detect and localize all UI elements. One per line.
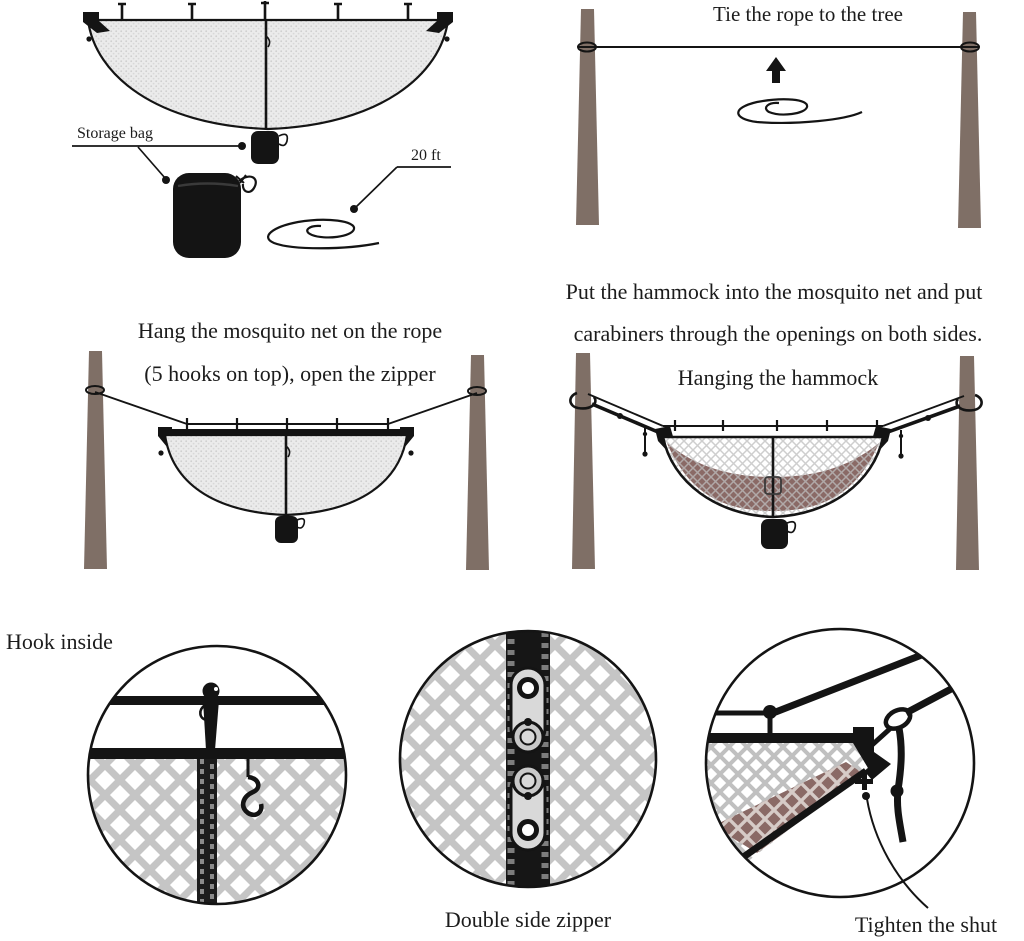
hang-hammock-caption-3: Hanging the hammock bbox=[678, 365, 878, 390]
detail-circle-outline bbox=[86, 644, 348, 906]
tree-icon-right bbox=[466, 355, 489, 570]
bag-knot bbox=[235, 174, 247, 184]
mosquito-net-icon bbox=[86, 18, 450, 131]
strap-dot bbox=[898, 433, 904, 439]
net-top-hooks-icon bbox=[118, 1, 412, 19]
suspension-rope bbox=[94, 391, 478, 425]
corner-dot bbox=[408, 450, 414, 456]
leader-dot bbox=[162, 176, 170, 184]
tighten-shut-label: Tighten the shut bbox=[855, 912, 997, 937]
hook-inside-label: Hook inside bbox=[6, 629, 113, 654]
rope-knot-right bbox=[960, 41, 980, 53]
rope-knot-left bbox=[577, 41, 597, 53]
rope-coil-icon bbox=[267, 218, 380, 250]
detail-circle-outline bbox=[398, 629, 658, 889]
strap-knot bbox=[617, 413, 623, 419]
bag-rim bbox=[177, 182, 239, 188]
strap-dot bbox=[642, 431, 648, 437]
zipper-clip bbox=[764, 476, 782, 495]
net-corner-left bbox=[83, 12, 110, 33]
tree-icon-right bbox=[958, 12, 981, 228]
rope-to-rail-left bbox=[587, 393, 664, 427]
zipper-pull-upper bbox=[509, 666, 547, 754]
storage-bag-label: Storage bag bbox=[77, 125, 153, 142]
rail-hooks bbox=[673, 420, 879, 431]
storage-bag-leader bbox=[72, 145, 240, 179]
carabiner-left-icon bbox=[569, 391, 597, 410]
hook-eye bbox=[214, 687, 218, 691]
rope-knot-right bbox=[467, 386, 487, 396]
net-corner-right bbox=[426, 12, 453, 33]
hang-net-caption-1: Hang the mosquito net on the rope bbox=[138, 318, 442, 343]
rope-knot-left bbox=[85, 385, 105, 395]
zipper-pull-icon bbox=[265, 35, 271, 48]
hang-hammock-caption-2: carabiners through the openings on both … bbox=[574, 321, 983, 346]
tree-icon-right bbox=[956, 356, 979, 570]
zipper-pull-lower bbox=[509, 764, 547, 852]
pouch-tie bbox=[296, 517, 306, 529]
shut-buckle-icon bbox=[855, 773, 873, 790]
attached-pouch-icon bbox=[761, 519, 788, 549]
rail-hooks bbox=[185, 418, 390, 429]
mesh-texture bbox=[88, 758, 346, 904]
up-arrow-icon bbox=[766, 57, 786, 83]
rope-knot bbox=[763, 705, 777, 719]
rope-coil-icon bbox=[737, 98, 863, 124]
detail-double-zipper: Double side zipper bbox=[398, 629, 658, 932]
hang-hammock-caption-1: Put the hammock into the mosquito net an… bbox=[566, 279, 983, 304]
net-bowl-outline bbox=[661, 435, 885, 519]
strap-knot bbox=[890, 784, 904, 798]
strap-dot bbox=[898, 453, 904, 459]
panel-unpack-net: Storage bag 20 ft bbox=[72, 1, 453, 258]
bag-drawstring bbox=[238, 175, 257, 194]
panel-hang-hammock: Put the hammock into the mosquito net an… bbox=[566, 279, 983, 570]
hook-strap bbox=[203, 700, 219, 750]
net-bottom-edge-rope bbox=[719, 768, 869, 875]
attached-pouch-icon bbox=[251, 131, 279, 164]
tree-icon-left bbox=[572, 353, 595, 569]
hook-curl bbox=[199, 703, 208, 722]
strap-knot bbox=[925, 415, 931, 421]
detail-circle-outline bbox=[704, 627, 976, 899]
strap-dot bbox=[642, 451, 648, 457]
panel-tie-rope: Tie the rope to the tree bbox=[576, 2, 981, 228]
detail-hook-inside: Hook inside bbox=[6, 629, 348, 906]
corner-dot bbox=[86, 36, 92, 42]
storage-bag-icon bbox=[173, 173, 241, 258]
hook-icon bbox=[202, 682, 220, 700]
hang-net-caption-2: (5 hooks on top), open the zipper bbox=[144, 361, 436, 386]
tree-icon-left bbox=[84, 351, 107, 569]
mesh-overlay bbox=[713, 762, 864, 853]
strap-right bbox=[887, 404, 961, 434]
leader-dot bbox=[238, 142, 246, 150]
net-top-bar bbox=[88, 748, 346, 759]
tighten-leader-line bbox=[866, 798, 929, 909]
net-top-bar bbox=[706, 733, 855, 743]
rope-length-label: 20 ft bbox=[411, 147, 441, 164]
rope-to-rail-right bbox=[882, 395, 965, 427]
corner-dot bbox=[444, 36, 450, 42]
pouch-tie bbox=[786, 520, 797, 534]
rope-length-leader bbox=[355, 166, 451, 208]
pouch-tie bbox=[278, 133, 289, 147]
leader-dot bbox=[862, 792, 870, 800]
zipper-pull-icon bbox=[285, 445, 291, 458]
ridgeline-rope bbox=[88, 696, 346, 705]
strap-left bbox=[591, 402, 659, 434]
tree-icon-left bbox=[576, 9, 599, 225]
corner-dot bbox=[158, 450, 164, 456]
detail-tighten-shut: Tighten the shut bbox=[704, 627, 997, 937]
attached-pouch-icon bbox=[275, 516, 298, 543]
panel-hang-net: Hang the mosquito net on the rope (5 hoo… bbox=[84, 318, 489, 570]
carabiner-right-icon bbox=[955, 393, 983, 412]
leader-dot bbox=[350, 205, 358, 213]
s-hook-icon bbox=[240, 774, 264, 818]
tie-rope-caption: Tie the rope to the tree bbox=[713, 2, 903, 26]
double-zipper-label: Double side zipper bbox=[445, 907, 612, 932]
